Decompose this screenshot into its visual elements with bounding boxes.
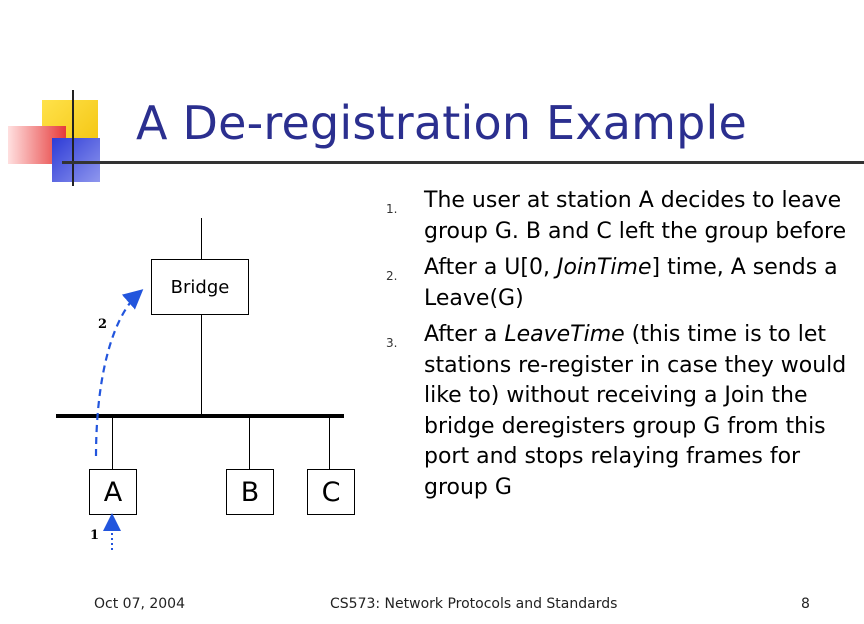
logo-blue-square xyxy=(52,138,100,182)
list-item-number: 1. xyxy=(386,202,398,216)
station-c: C xyxy=(307,469,355,515)
station-c-link xyxy=(329,418,330,469)
lan-bus xyxy=(56,414,344,418)
list-item-text: After a LeaveTime (this time is to let s… xyxy=(424,322,846,500)
station-c-label: C xyxy=(321,476,341,508)
list-item: 2. After a U[0, JoinTime] time, A sends a… xyxy=(386,253,856,314)
list-item-text: The user at station A decides to leave g… xyxy=(424,188,846,244)
list-item-number: 3. xyxy=(386,336,398,350)
steps-list: 1. The user at station A decides to leave… xyxy=(386,186,856,509)
bridge-lower-link xyxy=(201,314,202,414)
footer-page-number: 8 xyxy=(801,596,810,612)
station-a: A xyxy=(89,469,137,515)
title-underline xyxy=(62,161,864,164)
bridge-label: Bridge xyxy=(170,276,230,298)
list-item-fragment: After a xyxy=(424,322,505,347)
list-item-fragment: ] time, A sends a Leave(G) xyxy=(424,255,838,311)
station-b: B xyxy=(226,469,274,515)
footer-date: Oct 07, 2004 xyxy=(94,596,185,612)
bridge-box: Bridge xyxy=(151,259,249,315)
step-2-label: 2 xyxy=(98,317,108,332)
station-a-label: A xyxy=(103,476,123,508)
list-item-number: 2. xyxy=(386,269,398,283)
list-item: 3. After a LeaveTime (this time is to let… xyxy=(386,320,856,503)
station-a-link xyxy=(112,418,113,469)
logo-vertical-line xyxy=(72,90,74,186)
list-item-fragment: After a U[0, xyxy=(424,255,557,280)
list-item: 1. The user at station A decides to leave… xyxy=(386,186,856,247)
list-item-emphasis: LeaveTime xyxy=(504,322,625,347)
list-item-fragment: (this time is to let stations re-registe… xyxy=(424,322,847,500)
list-item-fragment: The user at station A decides to leave g… xyxy=(424,188,847,244)
bridge-upper-link xyxy=(201,218,202,259)
station-b-link xyxy=(249,418,250,469)
list-item-text: After a U[0, JoinTime] time, A sends a L… xyxy=(424,255,838,311)
step-1-label: 1 xyxy=(90,528,100,543)
footer-course: CS573: Network Protocols and Standards xyxy=(330,596,618,612)
slide-title: A De-registration Example xyxy=(136,96,747,150)
list-item-emphasis: JoinTime xyxy=(556,255,652,280)
station-b-label: B xyxy=(240,476,260,508)
leave-message-arrow xyxy=(94,289,144,457)
